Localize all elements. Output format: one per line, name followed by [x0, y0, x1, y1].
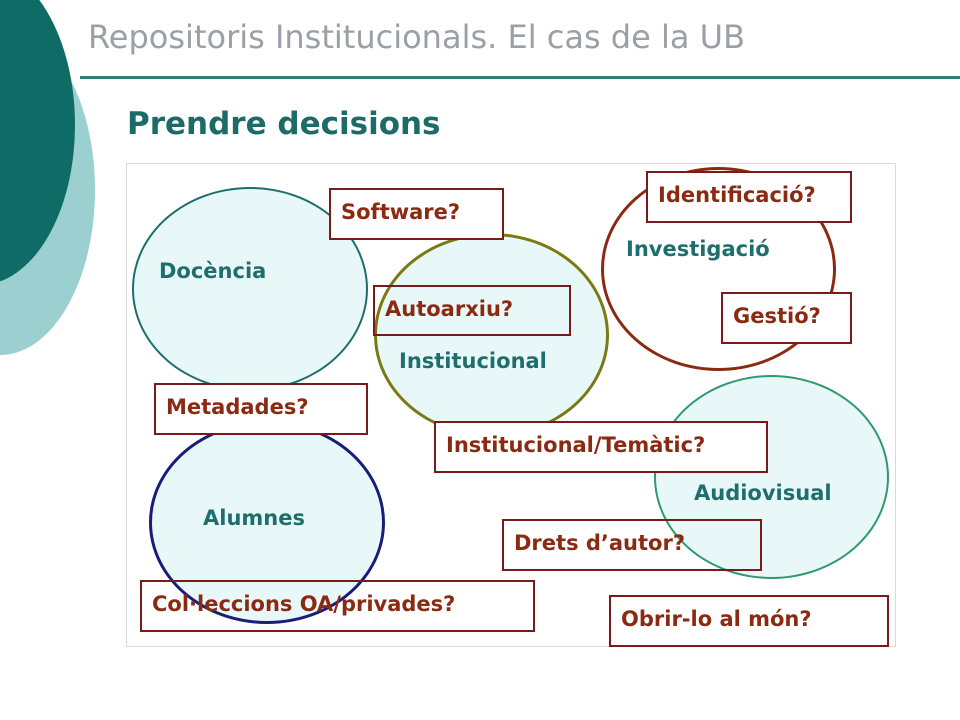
circle-investigacio	[601, 167, 836, 371]
question-metadades: Metadades?	[154, 383, 368, 435]
label-docencia: Docència	[159, 259, 267, 283]
label-investigacio: Investigació	[626, 237, 770, 261]
page-title: Repositoris Institucionals. El cas de la…	[88, 18, 746, 56]
question-obrir-al-mon: Obrir-lo al món?	[609, 595, 889, 647]
decorative-side-shapes	[0, 0, 95, 355]
label-alumnes: Alumnes	[203, 506, 305, 530]
title-divider	[80, 76, 960, 79]
circle-docencia	[132, 187, 368, 391]
question-institucional-tematic: Institucional/Temàtic?	[434, 421, 768, 473]
circle-audiovisual	[654, 375, 889, 579]
slide-subtitle: Prendre decisions	[127, 106, 441, 142]
label-audiovisual: Audiovisual	[694, 481, 832, 505]
question-colleccions: Col·leccions OA/privades?	[140, 580, 535, 632]
question-drets-autor: Drets d’autor?	[502, 519, 762, 571]
question-autoarxiu: Autoarxiu?	[373, 285, 571, 336]
question-software: Software?	[329, 188, 504, 240]
question-identificacio: Identificació?	[646, 171, 852, 223]
label-institucional: Institucional	[399, 349, 547, 373]
question-gestio: Gestió?	[721, 292, 852, 344]
diagram-frame	[126, 163, 896, 647]
decorative-dark-arc	[0, 0, 75, 282]
circle-alumnes	[149, 421, 385, 624]
